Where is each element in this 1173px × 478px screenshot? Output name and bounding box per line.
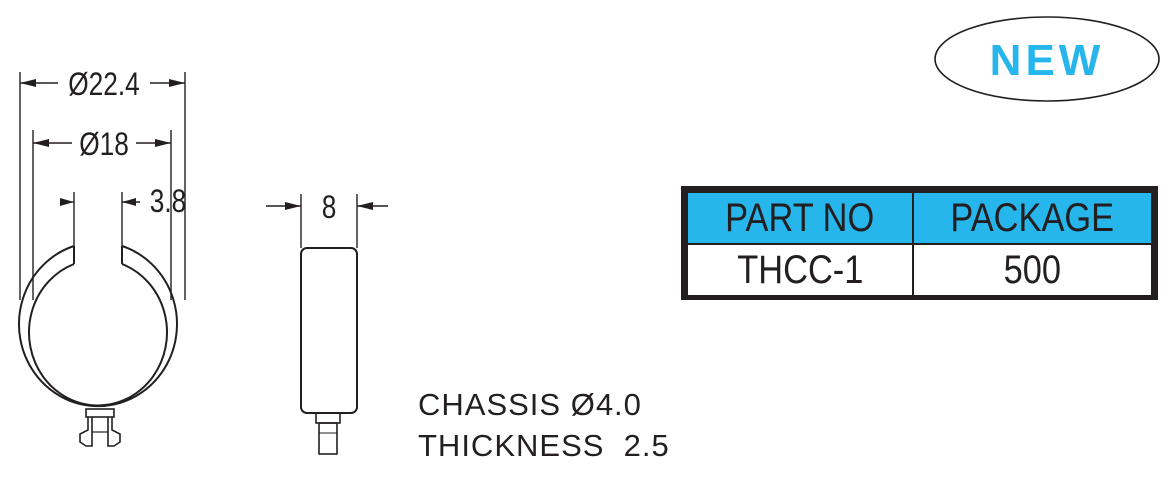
chassis-note: CHASSIS Ø4.0: [418, 387, 642, 422]
arrowhead: [357, 202, 373, 210]
arrowhead: [155, 139, 171, 147]
arrowhead: [285, 202, 301, 210]
new-badge: NEW: [934, 16, 1160, 102]
outer-diameter-label: Ø22.4: [68, 68, 139, 103]
part-table: PART NO PACKAGE THCC-1 500: [681, 186, 1158, 300]
arrowhead: [33, 139, 49, 147]
table-cell-package: 500: [914, 245, 1151, 295]
arrowhead: [20, 79, 36, 87]
table-header-package: PACKAGE: [914, 193, 1151, 243]
width-label: 8: [322, 191, 337, 226]
inner-diameter-label: Ø18: [79, 128, 129, 163]
ring-clip-front-view: [18, 245, 178, 447]
arrowhead: [122, 198, 136, 206]
thickness-note: THICKNESS 2.5: [418, 428, 670, 463]
new-badge-text: NEW: [990, 36, 1105, 85]
arrowhead: [169, 79, 185, 87]
ring-clip-side-view: [300, 247, 358, 455]
arrowhead: [60, 198, 74, 206]
table-header-part-no: PART NO: [688, 193, 912, 243]
dimension-slot-width: [60, 192, 140, 246]
table-cell-part-no: THCC-1: [688, 245, 912, 295]
slot-width-label: 3.8: [150, 185, 186, 220]
